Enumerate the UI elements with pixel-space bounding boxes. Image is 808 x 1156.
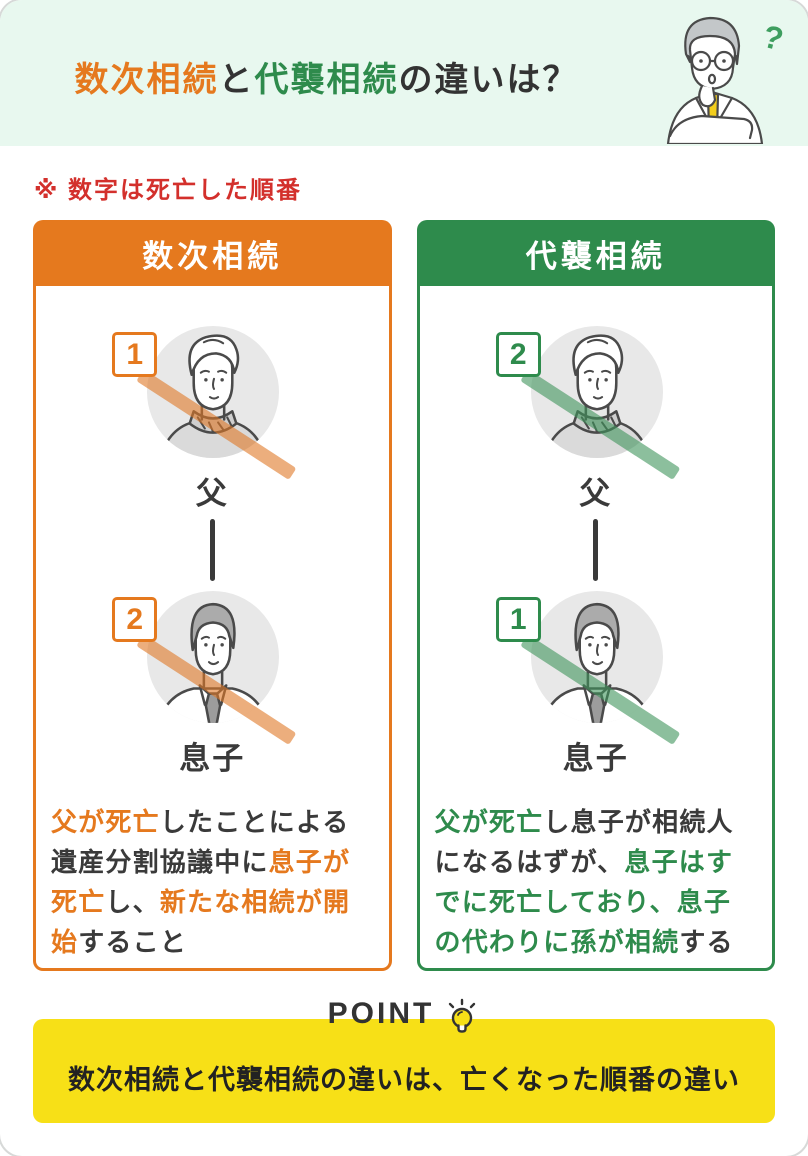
point-heading: POINT [0,997,808,1035]
daishuu-son-label: 息子 [562,741,629,776]
suuji-son-order-badge: 2 [112,597,158,642]
desc-highlight: 息子が死亡 [51,847,351,917]
title-segment-daishuu: 代襲相続 [254,61,399,99]
desc-highlight: 父が死亡 [51,807,160,837]
father-avatar-icon [530,326,663,463]
daishuu-son-figure: 1 [495,587,696,745]
desc-text: し、 [105,887,160,917]
desc-text: し息子が相続人になるはずが、 [434,807,734,877]
point-banner: 数次相続と代襲相続の違いは、亡くなった順番の違い [33,1019,775,1123]
comparison-columns: 数次相続 1 [33,220,775,971]
suuji-son-figure: 2 [112,587,312,745]
desc-text: したことによる遺産分割協議中に [51,807,350,877]
suuji-father-figure: 1 [112,322,312,480]
family-connector-line [209,519,215,581]
desc-highlight: 息子はすでに死亡しており、息子の代わりに孫が相続 [434,847,734,957]
daishuu-column-body: 2 [416,286,775,971]
title-segment-to: と [218,61,255,99]
column-daishuu-souzoku: 代襲相続 2 [416,220,775,971]
suuji-father-label: 父 [195,476,229,511]
desc-text: すること [435,927,734,968]
suuji-column-title: 数次相続 [33,220,392,286]
column-suuji-souzoku: 数次相続 1 [33,220,392,971]
daishuu-description: 父が死亡し息子が相続人になるはずが、息子はすでに死亡しており、息子の代わりに孫が… [434,802,758,968]
desc-highlight: 新たな相続が開始 [51,887,351,957]
daishuu-father-order-badge: 2 [495,332,541,377]
title-segment-suuji: 数次相続 [74,61,219,99]
thinking-man-illustration: ? [648,10,787,149]
title-segment-chigai: の違いは？ [398,61,579,99]
suuji-son-label: 息子 [179,741,246,776]
suuji-description: 父が死亡したことによる遺産分割協議中に息子が死亡し、新たな相続が開始すること [51,802,374,962]
daishuu-column-title: 代襲相続 [416,220,775,286]
daishuu-father-figure: 2 [495,322,696,480]
daishuu-father-label: 父 [579,476,613,511]
thinking-man-icon: ? [666,16,787,146]
page-title: 数次相続と代襲相続の違いは？ [0,52,653,101]
point-label: POINT [327,997,435,1030]
lightbulb-icon [449,998,476,1033]
number-order-note: ※ 数字は死亡した順番 [34,177,302,204]
header-band: 数次相続と代襲相続の違いは？ [0,0,808,146]
daishuu-son-order-badge: 1 [495,597,541,642]
desc-text: すること [78,927,188,957]
suuji-column-body: 1 [33,286,392,971]
suuji-father-order-badge: 1 [112,332,158,377]
family-connector-line [593,519,599,581]
question-mark: ? [759,18,786,58]
desc-highlight: 父が死亡 [434,807,544,837]
